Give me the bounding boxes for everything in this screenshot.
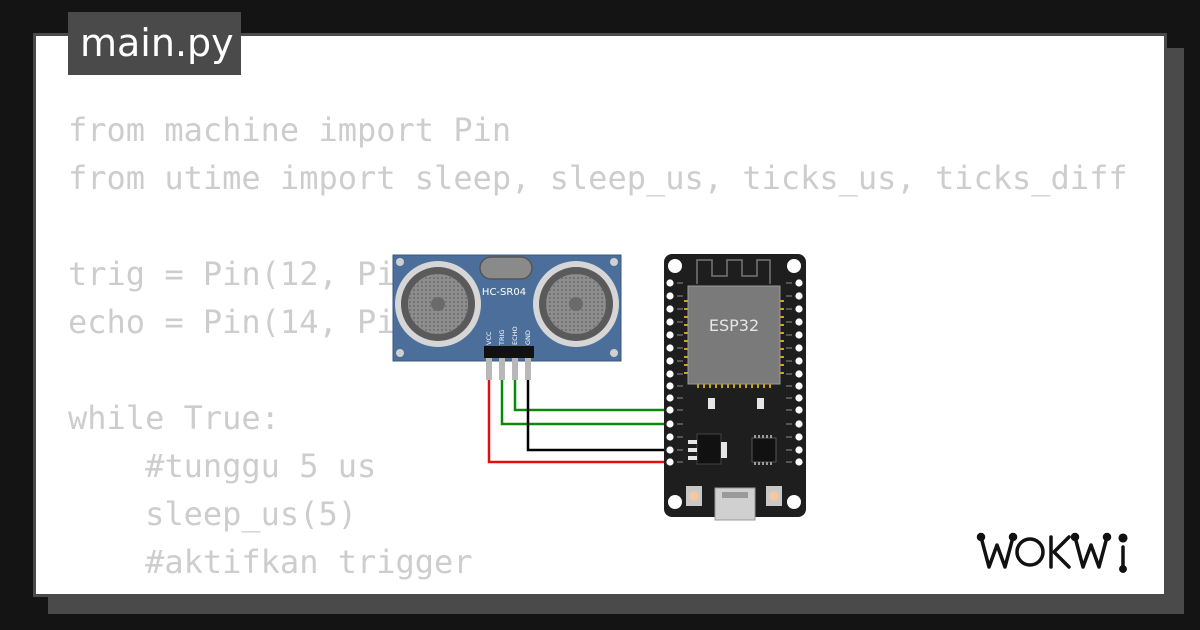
wokwi-logo[interactable]: [975, 527, 1151, 577]
boot-button[interactable]: [686, 486, 702, 506]
pin-label-gnd: GND: [524, 330, 532, 345]
wire-trig[interactable]: [500, 380, 670, 426]
pin-trig[interactable]: [499, 358, 505, 380]
code-line-7: while True:: [68, 399, 280, 437]
hc-sr04-sensor[interactable]: HC-SR04 VCC TRIG ECHO GND: [392, 254, 622, 380]
reset-button[interactable]: [766, 486, 782, 506]
mount-hole: [610, 258, 618, 266]
file-tab[interactable]: main.py: [68, 12, 241, 75]
smd-component: [708, 398, 715, 409]
code-line-2: from utime import sleep, sleep_us, ticks…: [68, 159, 1128, 197]
right-pin-column[interactable]: [795, 279, 803, 466]
transducer-left-icon: [395, 261, 481, 347]
code-line-11: trig.value(True): [68, 586, 1128, 594]
wire-vcc[interactable]: [487, 380, 670, 464]
mount-hole: [668, 259, 682, 273]
esp32-chip-label: ESP32: [709, 316, 759, 335]
wire-echo[interactable]: [513, 380, 670, 412]
pin-echo[interactable]: [512, 358, 518, 380]
voltage-regulator-icon: [688, 433, 727, 465]
pin-gnd[interactable]: [525, 358, 531, 380]
mount-hole: [787, 495, 801, 509]
mount-hole: [668, 495, 682, 509]
mount-hole: [610, 349, 618, 357]
esp32-board[interactable]: ESP32: [664, 254, 806, 521]
pin-silkscreen-marks: [677, 282, 792, 463]
module-side-pads: [684, 300, 784, 374]
wire-gnd[interactable]: [526, 380, 670, 452]
usb-uart-chip-icon: [751, 435, 777, 465]
pin-label-trig: TRIG: [498, 330, 506, 346]
pin-label-vcc: VCC: [485, 331, 493, 345]
module-pads: [697, 384, 771, 388]
pin-label-echo: ECHO: [511, 326, 519, 345]
code-line-1: from machine import Pin: [68, 111, 512, 149]
left-pin-column[interactable]: [666, 279, 674, 466]
esp32-module: [687, 285, 781, 385]
smd-component: [757, 398, 764, 409]
usb-port-slot: [722, 492, 748, 498]
code-line-10: #aktifkan trigger: [68, 543, 473, 581]
sensor-model-label: HC-SR04: [482, 287, 526, 298]
code-line-9: sleep_us(5): [68, 495, 357, 533]
code-line-8: #tunggu 5 us: [68, 447, 377, 485]
crystal-oscillator-icon: [479, 256, 533, 280]
transducer-right-icon: [533, 261, 619, 347]
antenna-trace-icon: [696, 259, 771, 284]
mount-hole: [787, 259, 801, 273]
pin-vcc[interactable]: [486, 358, 492, 380]
pin-header: [484, 346, 534, 358]
mount-hole: [396, 349, 404, 357]
mount-hole: [396, 258, 404, 266]
